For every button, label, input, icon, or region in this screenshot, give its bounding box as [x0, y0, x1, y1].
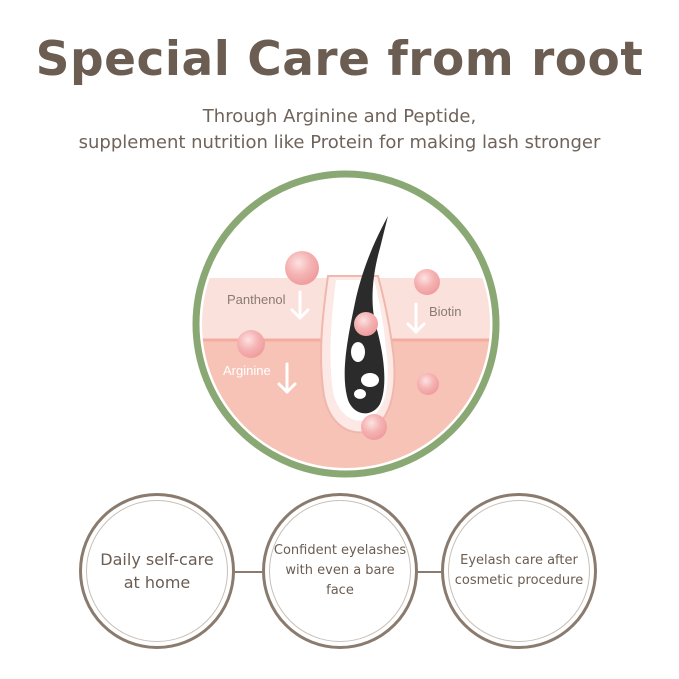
nutrient-ball: [285, 251, 319, 285]
nutrient-ball: [414, 269, 440, 295]
subtitle-line-1: Through Arginine and Peptide,: [202, 106, 477, 127]
down-arrow-icon: [290, 290, 310, 320]
nutrient-ball: [237, 330, 265, 358]
label-arginine: Arginine: [223, 363, 271, 378]
down-arrow-icon: [277, 362, 297, 394]
connector-line: [234, 571, 262, 573]
label-biotin: Biotin: [429, 304, 462, 319]
benefit-label: Confident eyelashes with even a bare fac…: [273, 543, 407, 598]
connector-line: [415, 571, 443, 573]
benefit-circle-daily-self-care: Daily self-care at home: [79, 493, 235, 649]
hair-root-diagram: Panthenol Biotin Arginine: [190, 168, 502, 480]
nutrient-ball: [361, 414, 387, 440]
subtitle-line-2: supplement nutrition like Protein for ma…: [78, 132, 601, 153]
nutrient-ball: [354, 312, 378, 336]
label-panthenol: Panthenol: [227, 292, 286, 307]
hair-root-illustration: Panthenol Biotin Arginine: [192, 170, 500, 478]
benefit-label: Eyelash care after cosmetic procedure: [454, 553, 584, 588]
benefit-label: Daily self-care at home: [100, 550, 214, 592]
page-title: Special Care from root: [35, 32, 644, 87]
benefit-circle-after-procedure: Eyelash care after cosmetic procedure: [441, 493, 597, 649]
nutrient-ball: [417, 373, 439, 395]
benefit-circle-bare-face: Confident eyelashes with even a bare fac…: [262, 493, 418, 649]
down-arrow-icon: [406, 302, 426, 334]
